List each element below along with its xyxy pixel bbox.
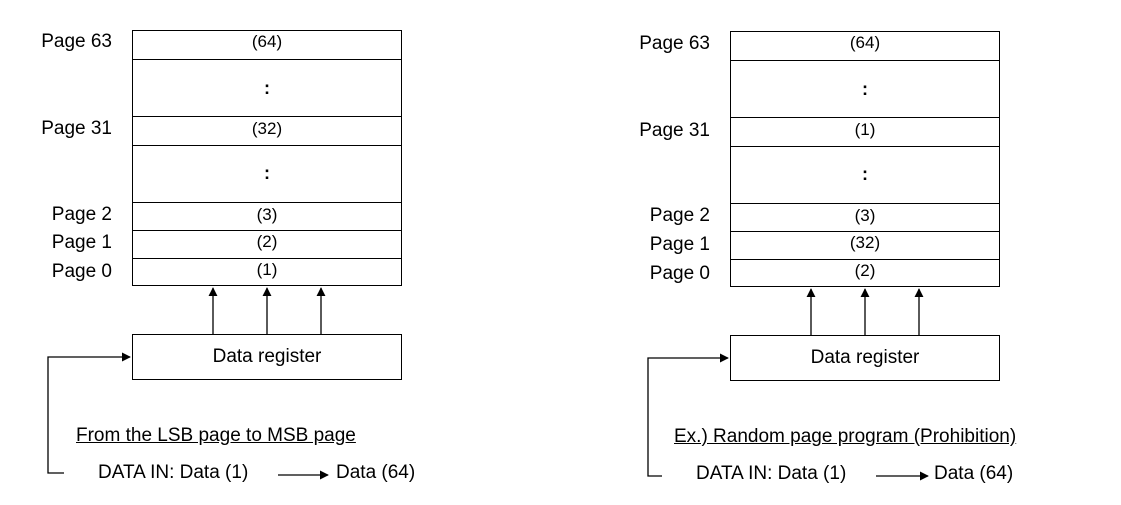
ellipsis-lower: : bbox=[264, 163, 270, 183]
data-in-line: DATA IN: Data (1) Data (64) bbox=[98, 462, 415, 484]
data-in-feed-arrow bbox=[47, 352, 131, 474]
page-block: (64) : (1) : (3) (32) (2) bbox=[730, 31, 1000, 287]
data-in-start: DATA IN: Data (1) bbox=[98, 462, 249, 483]
page-63-cell: (64) bbox=[133, 31, 401, 59]
page-63-order: (64) bbox=[849, 33, 881, 52]
page-2-order: (3) bbox=[256, 205, 278, 224]
page-31-label: Page 31 bbox=[639, 120, 710, 141]
page-31-label: Page 31 bbox=[41, 118, 112, 139]
caption: From the LSB page to MSB page bbox=[76, 425, 356, 446]
page-0-order: (2) bbox=[854, 261, 876, 280]
page-63-label: Page 63 bbox=[639, 33, 710, 54]
page-31-order: (1) bbox=[854, 120, 876, 139]
page-block: (64) : (32) : (3) (2) (1) bbox=[132, 30, 402, 286]
page-2-cell: (3) bbox=[133, 202, 401, 230]
page-2-label: Page 2 bbox=[51, 204, 112, 225]
diagram-sequential-program: Page 63 Page 31 Page 2 Page 1 Page 0 (64… bbox=[0, 0, 560, 505]
page-1-cell: (32) bbox=[731, 231, 999, 259]
page-63-order: (64) bbox=[251, 32, 283, 51]
lower-gap-cell: : bbox=[133, 145, 401, 202]
caption: Ex.) Random page program (Prohibition) bbox=[674, 426, 1017, 447]
page-63-cell: (64) bbox=[731, 32, 999, 60]
page-0-cell: (1) bbox=[133, 258, 401, 287]
page-31-order: (32) bbox=[251, 119, 283, 138]
page-2-order: (3) bbox=[854, 206, 876, 225]
page-0-label: Page 0 bbox=[649, 263, 710, 284]
page-31-cell: (32) bbox=[133, 116, 401, 145]
upper-gap-cell: : bbox=[731, 60, 999, 117]
page-0-order: (1) bbox=[256, 260, 278, 279]
ellipsis-upper: : bbox=[862, 79, 868, 99]
lower-gap-cell: : bbox=[731, 146, 999, 203]
page-1-label: Page 1 bbox=[51, 232, 112, 253]
page-1-order: (2) bbox=[256, 232, 278, 251]
data-in-end: Data (64) bbox=[934, 463, 1014, 484]
data-in-start: DATA IN: Data (1) bbox=[696, 463, 847, 484]
page-2-cell: (3) bbox=[731, 203, 999, 231]
diagram-random-program: Page 63 Page 31 Page 2 Page 1 Page 0 (64… bbox=[598, 0, 1121, 505]
page-1-cell: (2) bbox=[133, 230, 401, 258]
page-1-label: Page 1 bbox=[649, 234, 710, 255]
page-1-order: (32) bbox=[849, 233, 881, 252]
page-0-label: Page 0 bbox=[51, 261, 112, 282]
data-register: Data register bbox=[132, 334, 402, 380]
page-63-label: Page 63 bbox=[41, 31, 112, 52]
page-31-cell: (1) bbox=[731, 117, 999, 146]
connector-lines bbox=[647, 288, 929, 481]
ellipsis-upper: : bbox=[264, 78, 270, 98]
data-in-feed-arrow bbox=[647, 353, 729, 477]
page-0-cell: (2) bbox=[731, 259, 999, 288]
data-register: Data register bbox=[730, 335, 1000, 381]
data-in-line: DATA IN: Data (1) Data (64) bbox=[696, 463, 1013, 485]
upper-gap-cell: : bbox=[133, 59, 401, 116]
ellipsis-lower: : bbox=[862, 164, 868, 184]
connector-lines bbox=[47, 287, 329, 480]
data-in-end: Data (64) bbox=[336, 462, 416, 483]
page-2-label: Page 2 bbox=[649, 205, 710, 226]
